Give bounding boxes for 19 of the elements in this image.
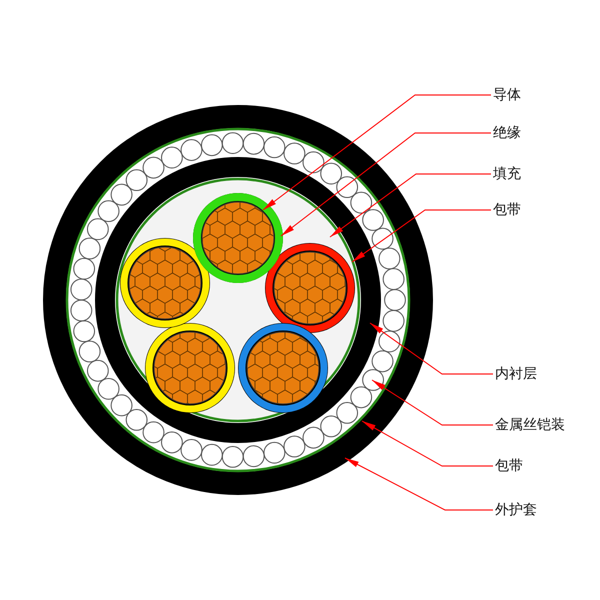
part-label: 绝缘 [493,124,521,142]
insulation-ring [193,193,283,283]
part-label: 填充 [493,165,521,183]
leader-line [262,94,492,210]
part-label: 内衬层 [495,365,537,383]
leader-line [280,132,492,236]
part-label: 金属丝铠装 [495,416,565,434]
leader-line [330,174,492,238]
leader-line [344,458,494,510]
part-label: 包带 [493,201,521,219]
part-label: 外护套 [495,501,537,519]
leader-line [372,380,494,426]
leader-line [362,420,494,466]
leader-line [370,322,494,374]
outer-sheath [43,105,433,495]
inner-lining [95,157,381,443]
part-label: 导体 [493,86,521,104]
part-label: 包带 [495,457,523,475]
leader-line [352,210,492,262]
